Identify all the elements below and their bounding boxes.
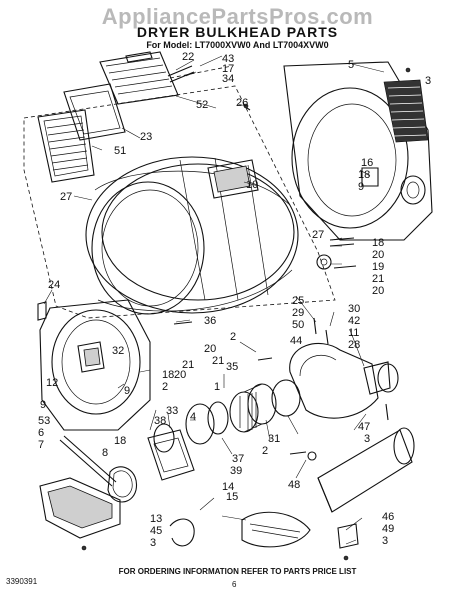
- callout-13: 13: [150, 513, 162, 525]
- lint-duct-part: [63, 83, 126, 141]
- callout-30: 30: [348, 303, 360, 315]
- callout-20-right-b: 20: [372, 285, 384, 297]
- harness-part: [169, 511, 311, 548]
- lint-screen-part: [37, 109, 95, 183]
- callout-52: 52: [196, 99, 208, 111]
- callout-2-lower: 2: [162, 381, 168, 393]
- callout-9-front: 9: [124, 385, 130, 397]
- ordering-note: FOR ORDERING INFORMATION REFER TO PARTS …: [118, 567, 357, 576]
- callout-4: 4: [190, 411, 196, 423]
- callout-12: 12: [46, 377, 58, 389]
- drum-part: [85, 156, 299, 315]
- callout-36: 36: [204, 315, 216, 327]
- callout-15: 15: [226, 491, 238, 503]
- front-bulkhead-part: [37, 299, 151, 431]
- callout-38: 38: [154, 415, 166, 427]
- callout-43: 43: [222, 53, 234, 65]
- felt-seal-part: [59, 435, 117, 487]
- callout-19: 19: [372, 261, 384, 273]
- callout-49: 49: [382, 523, 394, 535]
- callout-8: 8: [102, 447, 108, 459]
- callout-25: 25: [292, 295, 304, 307]
- callout-32: 32: [112, 345, 124, 357]
- callout-18-upper: 18: [358, 169, 370, 181]
- callout-34: 34: [222, 73, 234, 85]
- callout-20-mid-b: 20: [174, 369, 186, 381]
- callout-17: 17: [222, 63, 234, 75]
- callout-9-upper: 9: [358, 181, 364, 193]
- exhaust-duct-part: [317, 427, 415, 513]
- diagram-subtitle: For Model: LT7000XVW0 And LT7004XVW0: [146, 40, 329, 50]
- belt-part: [107, 466, 137, 503]
- callout-14: 14: [222, 481, 234, 493]
- callout-24: 24: [48, 279, 60, 291]
- screws-part: [81, 67, 411, 561]
- page-number: 6: [232, 580, 237, 589]
- rear-bulkhead-part: [283, 61, 433, 241]
- callout-51: 51: [114, 145, 126, 157]
- callout-18-mid: 18: [162, 369, 174, 381]
- callout-16: 16: [361, 157, 373, 169]
- callout-21-mid-b: 21: [182, 359, 194, 371]
- callout-28: 28: [348, 339, 360, 351]
- callout-26: 26: [236, 97, 248, 109]
- callout-44: 44: [290, 335, 302, 347]
- callout-2-blower: 2: [262, 445, 268, 457]
- document-id: 3390391: [6, 577, 38, 586]
- callout-3-top: 3: [425, 75, 431, 87]
- callout-27-left: 27: [60, 191, 72, 203]
- callout-11: 11: [348, 327, 359, 339]
- callout-47: 47: [358, 421, 370, 433]
- right-hardware-part: [316, 237, 357, 270]
- callout-31: 31: [268, 433, 280, 445]
- callout-48: 48: [288, 479, 300, 491]
- callout-22: 22: [182, 51, 194, 63]
- callout-10: 10: [246, 179, 258, 191]
- callout-6: 6: [38, 427, 44, 439]
- callout-53: 53: [38, 415, 50, 427]
- watermark: AppliancePartsPros.com: [101, 4, 374, 29]
- callout-29: 29: [292, 307, 304, 319]
- clip-part: [167, 65, 195, 83]
- callout-18-right: 18: [372, 237, 384, 249]
- callout-3-br: 3: [382, 535, 388, 547]
- callout-7: 7: [38, 439, 44, 451]
- callout-39: 39: [230, 465, 242, 477]
- grille-part: [99, 51, 179, 105]
- assembly-outline: [23, 65, 336, 319]
- callout-3-mid: 3: [364, 433, 370, 445]
- callout-5: 5: [348, 59, 354, 71]
- blower-wheel-part: [229, 383, 277, 433]
- seal-rings-part: [153, 379, 301, 453]
- callout-18-low: 18: [114, 435, 126, 447]
- callout-20-right-a: 20: [372, 249, 384, 261]
- diagram-title: DRYER BULKHEAD PARTS: [136, 24, 339, 40]
- callout-35: 35: [226, 361, 238, 373]
- callout-2-mid: 2: [230, 331, 236, 343]
- callout-20-mid: 20: [204, 343, 216, 355]
- blower-housing-part: [289, 342, 399, 419]
- duct-assembly-part: [147, 429, 195, 481]
- callout-labels: 22 43 17 34 5 3 52 26 23 51 16 18 9 10 2…: [38, 51, 431, 549]
- callout-33: 33: [166, 405, 178, 417]
- callout-45: 45: [150, 525, 162, 537]
- callout-50: 50: [292, 319, 304, 331]
- callout-3-bottom: 3: [150, 537, 156, 549]
- callout-46: 46: [382, 511, 394, 523]
- callout-37: 37: [232, 453, 244, 465]
- callout-21-right: 21: [372, 273, 384, 285]
- front-lint-assembly-part: [39, 477, 121, 539]
- callout-1: 1: [214, 381, 220, 393]
- bracket-part: [337, 523, 359, 549]
- callout-9-left: 9: [40, 399, 46, 411]
- callout-42: 42: [348, 315, 360, 327]
- callout-27-right: 27: [312, 229, 324, 241]
- callout-21-mid-a: 21: [212, 355, 224, 367]
- leader-lines: [43, 55, 385, 545]
- callout-23: 23: [140, 131, 152, 143]
